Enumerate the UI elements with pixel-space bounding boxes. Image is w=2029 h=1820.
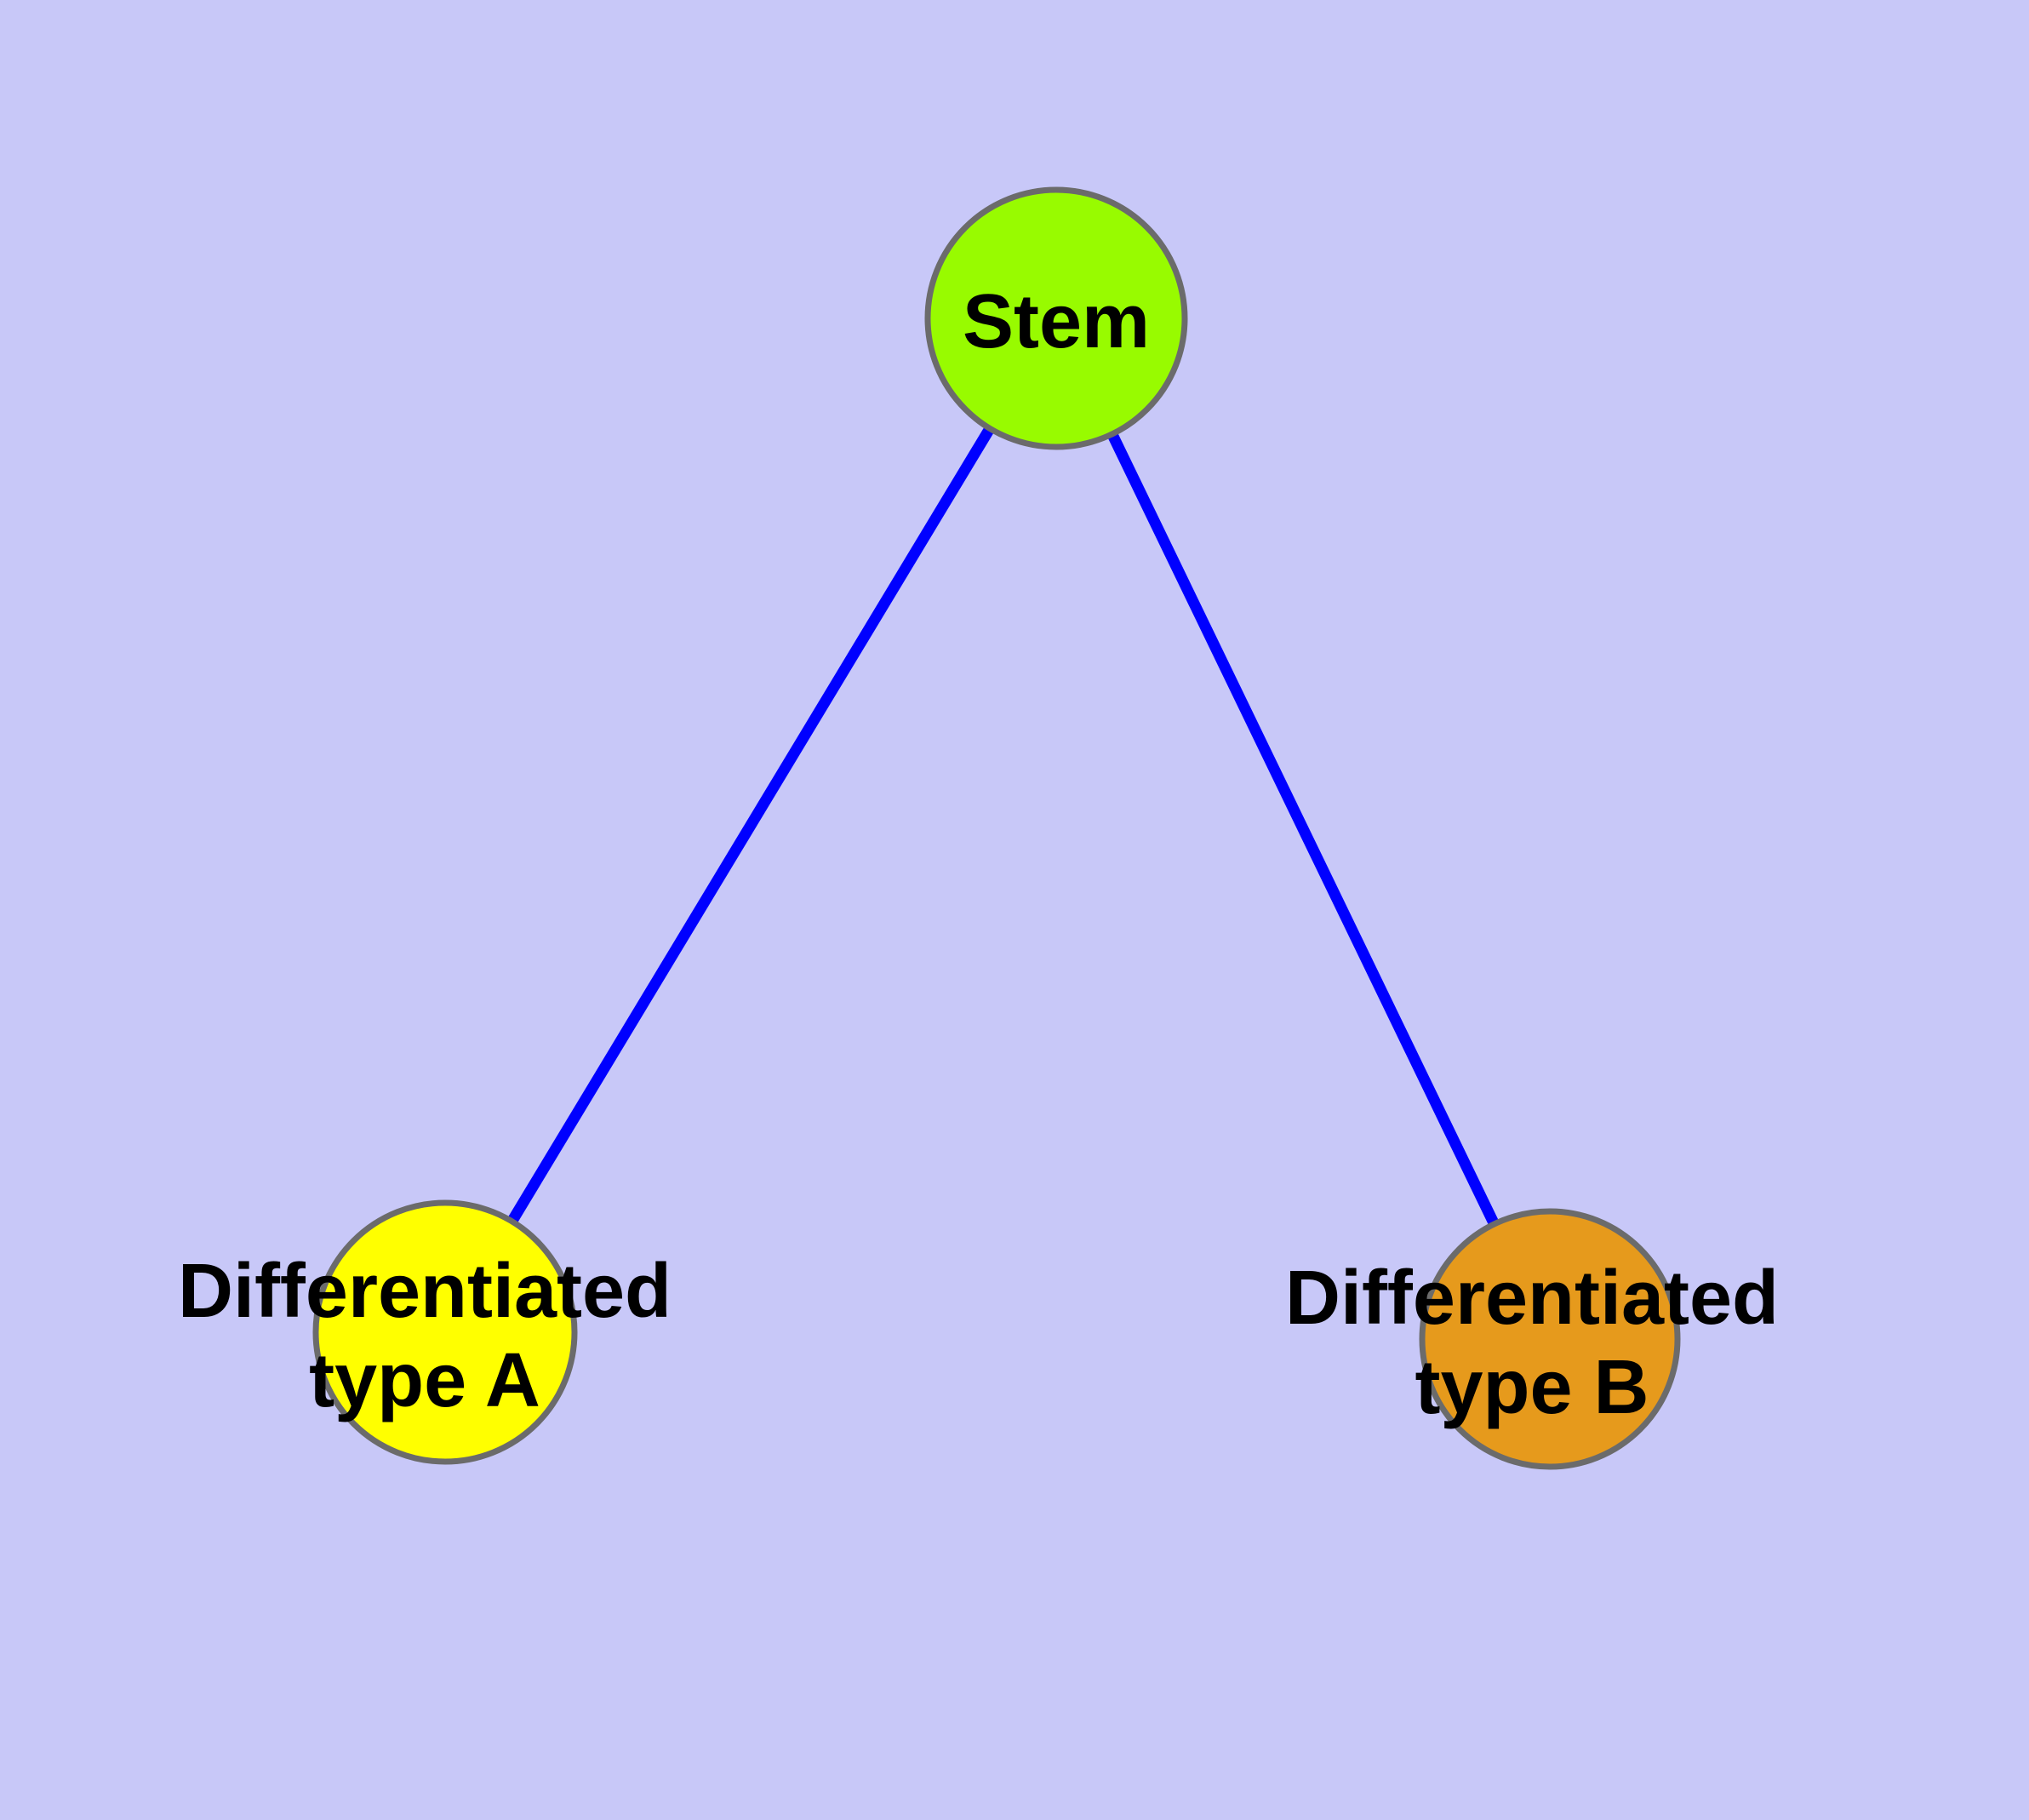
stem-node-label: Stem (963, 279, 1150, 364)
type-b-node-label-line2: type B (1415, 1345, 1649, 1430)
type-a-node-label-line2: type A (309, 1338, 540, 1423)
type-a-node-label-line1: Differentiated (178, 1249, 672, 1334)
edge-stem-to-type-a (440, 315, 1061, 1336)
edge-stem-to-type-b (1051, 316, 1555, 1342)
stem-node-circle (924, 186, 1188, 450)
type-b-node-circle (1419, 1208, 1681, 1470)
type-a-node-circle (312, 1199, 578, 1465)
type-b-node-label-line1: Differentiated (1285, 1256, 1779, 1341)
